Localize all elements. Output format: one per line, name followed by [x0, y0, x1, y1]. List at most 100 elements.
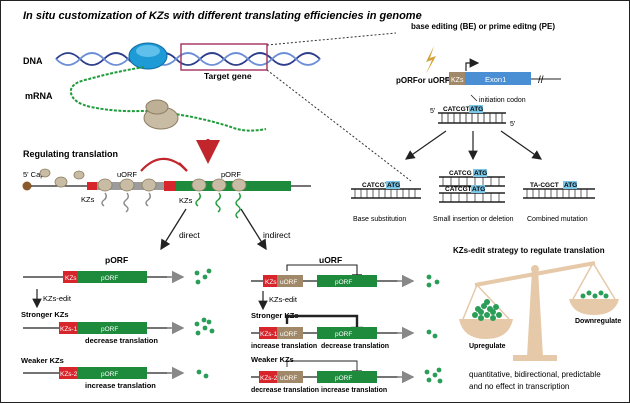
indirect-row-native: KZs uORF pORF: [251, 264, 440, 288]
lightning-icon: [426, 46, 436, 74]
mrna-strand: [69, 66, 267, 132]
ribosome-icon: [143, 99, 179, 130]
target-gene-box: [180, 43, 268, 71]
leader-line-bottom: [266, 69, 412, 182]
balance-scale: [459, 261, 619, 361]
editing-heading: base editing (BE) or prime editng (PE): [411, 22, 555, 31]
direct-kzs-edit-label: KZs-edit: [43, 294, 72, 303]
outcome-substitution: CATCGT ATG Base substitution: [351, 181, 421, 223]
svg-text:Stronger KZs: Stronger KZs: [251, 311, 299, 320]
svg-text:Weaker KZs: Weaker KZs: [251, 355, 294, 364]
label-combined: Combined mutation: [527, 216, 588, 223]
seq-top: CATCGT: [443, 106, 470, 113]
indirect-kzs-edit-label: KZs-edit: [269, 295, 298, 304]
kzs-box: [449, 72, 465, 85]
exon-label: Exon1: [485, 75, 506, 84]
porf-or-uorf-label: pORFor uORF: [396, 76, 450, 85]
svg-text:ATG: ATG: [472, 186, 485, 193]
svg-text:increase translation: increase translation: [321, 387, 387, 394]
svg-text:KZs: KZs: [65, 275, 77, 282]
five-prime-label-top: 5': [430, 108, 435, 115]
direct-arrow: [160, 208, 187, 251]
direct-panel-title: pORF: [105, 255, 128, 265]
indirect-row-weaker: Weaker KZs KZs-2 uORF pORF decrease tran…: [251, 355, 443, 394]
svg-text:pORF: pORF: [101, 275, 118, 282]
strategy-heading: KZs-edit strategy to regulate translatio…: [453, 246, 605, 255]
indirect-arrow: [240, 208, 267, 251]
svg-text:increase translation: increase translation: [85, 381, 156, 390]
svg-text:pORF: pORF: [335, 375, 352, 382]
figure-title: In situ customization of KZs with differ…: [23, 10, 422, 22]
summary-line-1: quantitative, bidirectional, predictable: [469, 370, 601, 379]
indirect-panel-title: uORF: [319, 255, 342, 265]
direct-row-weaker: Weaker KZs KZs-2 pORF increase translati…: [21, 356, 209, 390]
label-substitution: Base substitution: [353, 216, 406, 223]
seq-combined: TA-CGCT: [530, 182, 559, 189]
svg-text:KZs-1: KZs-1: [60, 326, 78, 333]
dna-label: DNA: [23, 56, 43, 66]
tss-arrow: [465, 58, 480, 71]
svg-text:KZs-1: KZs-1: [260, 331, 278, 338]
kzs-box-label: KZs: [451, 77, 464, 84]
svg-text:ATG: ATG: [387, 182, 400, 189]
scanning-ribosomes: [39, 168, 247, 192]
arrow-substitution: [405, 130, 447, 160]
svg-text:ATG: ATG: [474, 170, 487, 177]
seq-deletion: CATCGT: [445, 186, 472, 193]
mrna-label: mRNA: [25, 91, 53, 101]
svg-text:KZs: KZs: [265, 279, 277, 286]
svg-text:KZs-2: KZs-2: [260, 375, 278, 382]
direct-label: direct: [179, 230, 200, 240]
svg-text:pORF: pORF: [101, 371, 118, 378]
arrow-combined: [500, 130, 542, 160]
svg-text:uORF: uORF: [280, 331, 297, 338]
indirect-row-stronger: Stronger KZs KZs-1 uORF pORF increase tr…: [251, 311, 438, 350]
svg-text:uORF: uORF: [280, 279, 297, 286]
svg-text:KZs-2: KZs-2: [60, 371, 78, 378]
seq-substitution: CATCGT: [362, 182, 389, 189]
svg-text:Weaker KZs: Weaker KZs: [21, 356, 64, 365]
summary-line-2: and no effect in transcription: [469, 382, 569, 391]
regulating-translation-label: Regulating translation: [23, 149, 118, 159]
svg-text:uORF: uORF: [280, 375, 297, 382]
outcome-combined: TA-CGCT ATG Combined mutation: [523, 181, 595, 223]
svg-text:decrease translation: decrease translation: [251, 387, 319, 394]
upregulate-label: Upregulate: [469, 343, 506, 350]
kzs-site-porf: [164, 181, 176, 191]
direct-row-stronger: Stronger KZs KZs-1 pORF decrease transla…: [21, 310, 215, 345]
kzs-label-left: KZs: [81, 195, 95, 204]
five-prime-label-bottom: 5': [510, 121, 515, 128]
uorf-label: uORF: [117, 170, 137, 179]
outcome-indel: CATCG ATG CATCGT ATG Small insertion or …: [433, 169, 514, 223]
svg-text:ATG: ATG: [564, 182, 577, 189]
rna-polymerase: [128, 42, 168, 70]
cap-label: 5' Cap: [23, 170, 44, 179]
initiation-pointer: [470, 94, 478, 102]
break-mark: //: [538, 75, 544, 86]
svg-text:pORF: pORF: [335, 279, 352, 286]
label-indel: Small insertion or deletion: [433, 216, 514, 223]
uorf-bar: [97, 182, 173, 190]
initiation-label: initiation codon: [479, 97, 526, 104]
kzs-site-uorf: [87, 182, 97, 190]
atg-top: ATG: [470, 106, 483, 113]
dna-ladder-top: [441, 113, 503, 123]
svg-text:decrease translation: decrease translation: [85, 336, 158, 345]
inhibition-arc: [140, 157, 184, 172]
target-gene-label: Target gene: [204, 71, 252, 81]
dna-helix: [55, 52, 321, 66]
svg-text:pORF: pORF: [335, 331, 352, 338]
downregulate-label: Downregulate: [575, 318, 621, 325]
indirect-label: indirect: [263, 230, 291, 240]
svg-text:increase translation: increase translation: [251, 343, 317, 350]
seq-insertion: CATCG: [449, 170, 472, 177]
porf-label: pORF: [221, 170, 241, 179]
cap-icon: [22, 181, 32, 191]
svg-text:decrease translation: decrease translation: [321, 343, 389, 350]
svg-text:pORF: pORF: [101, 326, 118, 333]
leader-line-top: [266, 32, 397, 46]
direct-row-native: KZs pORF: [23, 268, 212, 285]
exon-box: [465, 72, 531, 85]
